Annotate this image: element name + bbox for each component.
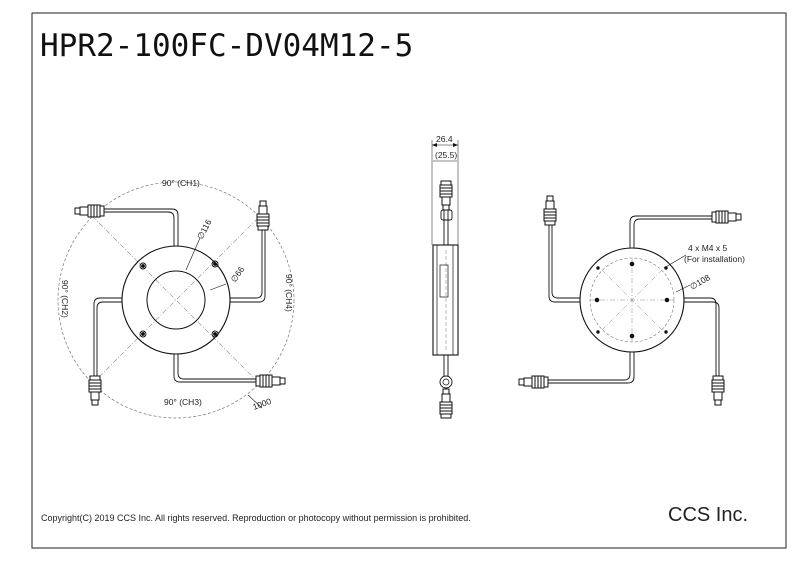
mount-hole (211, 330, 219, 338)
company-name: CCS Inc. (668, 504, 749, 526)
light-inner-aperture (146, 270, 206, 330)
mount-hole (139, 262, 147, 270)
dia-116-label: ∅116 (195, 218, 214, 241)
ch3-angle-label: 90° (CH3) (164, 397, 202, 407)
dia-108-label: ∅108 (688, 272, 712, 292)
ch1-angle-label: 90° (CH1) (162, 178, 200, 188)
light-body-side (432, 244, 459, 356)
side-width-label: 26.4 (436, 134, 453, 144)
mount-hole (139, 330, 147, 338)
rear-outer-ring (579, 247, 685, 353)
model-title: HPR2-100FC-DV04M12-5 (40, 28, 414, 64)
dia-66-label: ∅66 (228, 264, 246, 284)
front-view (57, 181, 295, 419)
sheet-border (31, 12, 787, 549)
screw-purpose-label: (For installation) (684, 254, 745, 264)
side-inner-width-label: (25.5) (435, 150, 457, 160)
screw-spec-label: 4 x M4 x 5 (688, 243, 727, 253)
cable-sweep-circle (57, 181, 295, 419)
ch2-angle-label: 90° (CH2) (60, 280, 70, 318)
cable-length-label: 1000 (251, 396, 272, 412)
ch4-angle-label: 90° (CH4) (284, 274, 294, 312)
light-outer-ring (121, 245, 231, 355)
side-view (431, 140, 459, 419)
rear-view (518, 195, 742, 406)
copyright-notice: Copyright(C) 2019 CCS Inc. All rights re… (41, 513, 471, 523)
mount-hole (211, 260, 219, 268)
